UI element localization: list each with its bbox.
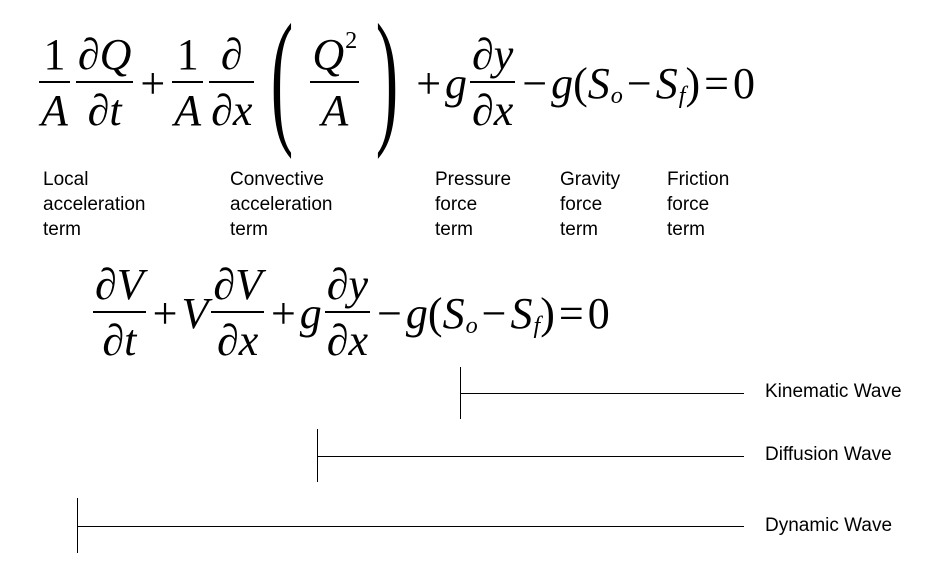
fraction-partial-dx: ∂ ∂x	[209, 30, 255, 135]
denominator: A	[41, 86, 68, 135]
denominator: ∂x	[472, 86, 514, 135]
plus-operator: +	[152, 288, 178, 338]
superscript-two: 2	[345, 27, 358, 55]
minus-operator: −	[377, 288, 402, 338]
zero: 0	[732, 58, 755, 108]
plus-operator: +	[416, 58, 442, 108]
numerator: ∂	[220, 30, 243, 79]
bed-slope-symbol: S	[587, 58, 610, 108]
fraction-q-squared-over-a: Q2 A	[310, 29, 360, 135]
close-parenthesis: )	[375, 0, 399, 160]
denominator: A	[174, 86, 202, 135]
fraction-one-over-a: 1 A	[39, 33, 70, 133]
denominator: ∂x	[211, 86, 253, 135]
equals-sign: =	[558, 288, 584, 338]
plus-operator: +	[270, 288, 296, 338]
numerator: Q2	[310, 29, 359, 79]
diffusion-wave-bracket-tick	[317, 429, 318, 482]
fraction-one-over-a-2: 1 A	[172, 30, 204, 135]
momentum-equation-discharge-form: 1 A ∂Q ∂t + 1 A ∂ ∂x ( Q2 A ) + g ∂y ∂x …	[36, 2, 755, 152]
zero: 0	[587, 288, 610, 338]
denominator: ∂x	[217, 316, 259, 365]
fraction-bar	[93, 311, 146, 313]
dynamic-wave-bracket-tick	[77, 498, 78, 553]
minus-operator: −	[522, 58, 548, 108]
numerator: ∂y	[326, 260, 369, 309]
plus-operator: +	[140, 58, 166, 108]
fraction-bar	[75, 81, 134, 83]
fraction-dv-dx: ∂V ∂x	[211, 263, 264, 363]
gravity-symbol: g	[445, 58, 468, 108]
subscript-f: f	[678, 82, 686, 110]
fraction-bar	[310, 81, 360, 83]
gravity-symbol: g	[405, 288, 428, 338]
fraction-dy-dx: ∂y ∂x	[470, 30, 516, 135]
numerator: ∂Q	[77, 30, 132, 79]
gravity-symbol: g	[551, 58, 574, 108]
diffusion-wave-bracket-line	[317, 456, 744, 457]
kinematic-wave-label: Kinematic Wave	[765, 381, 902, 402]
pressure-force-term-label: Pressure force term	[435, 169, 512, 240]
friction-force-term-label: Friction force term	[667, 169, 730, 240]
numerator: ∂V	[213, 260, 262, 309]
fraction-bar	[211, 311, 264, 313]
diffusion-wave-label: Diffusion Wave	[765, 444, 892, 465]
gravity-symbol: g	[299, 288, 322, 338]
friction-slope-symbol: S	[655, 58, 678, 108]
equals-sign: =	[704, 58, 729, 108]
convective-acceleration-term-label: Convective acceleration term	[230, 169, 333, 240]
denominator: ∂t	[102, 316, 137, 365]
fraction-bar	[172, 81, 204, 83]
numerator: ∂V	[95, 260, 144, 309]
dynamic-wave-bracket-line	[77, 526, 744, 527]
left-paren: (	[573, 58, 588, 108]
right-paren: )	[540, 288, 555, 338]
denominator: A	[321, 86, 349, 135]
subscript-f: f	[533, 312, 541, 340]
subscript-o: o	[465, 312, 478, 340]
left-paren: (	[427, 288, 443, 338]
gravity-force-term-label: Gravity force term	[560, 169, 621, 240]
q-symbol: Q	[312, 30, 345, 79]
dynamic-wave-label: Dynamic Wave	[765, 515, 893, 536]
denominator: ∂x	[326, 316, 369, 365]
numerator: 1	[43, 30, 66, 79]
minus-operator: −	[626, 58, 652, 108]
numerator: 1	[176, 30, 199, 79]
friction-slope-symbol: S	[510, 288, 533, 338]
local-acceleration-term-label: Local acceleration term	[43, 169, 146, 240]
numerator: ∂y	[472, 30, 514, 79]
fraction-bar	[324, 311, 371, 313]
fraction-dy-dx: ∂y ∂x	[324, 260, 371, 365]
denominator: ∂t	[87, 86, 122, 135]
bed-slope-symbol: S	[442, 288, 465, 338]
open-parenthesis: (	[271, 0, 294, 160]
fraction-bar	[470, 81, 516, 83]
kinematic-wave-bracket-line	[460, 393, 744, 394]
right-paren: )	[685, 58, 701, 108]
minus-operator: −	[481, 288, 507, 338]
velocity-symbol: V	[181, 288, 209, 338]
fraction-bar	[209, 81, 255, 83]
fraction-dv-dt: ∂V ∂t	[93, 263, 146, 363]
fraction-dq-dt: ∂Q ∂t	[75, 30, 134, 135]
subscript-o: o	[610, 82, 623, 110]
fraction-bar	[39, 81, 70, 83]
